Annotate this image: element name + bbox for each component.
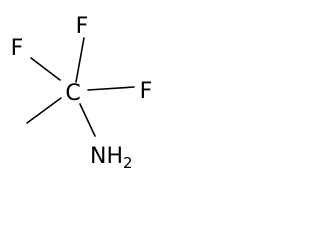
atom-fluorine-right: F (140, 79, 153, 104)
bond-carbon-fluorine-left (30, 57, 61, 81)
bond-carbon-methyl (26, 97, 62, 124)
trifluoromethyl-amine-structure: F F F C NH 2 (11, 14, 153, 172)
atom-amine-subscript: 2 (123, 154, 133, 172)
atom-nitrogen-amine: NH (90, 144, 123, 169)
atom-fluorine-top: F (76, 14, 89, 39)
atom-carbon: C (65, 81, 80, 106)
atom-fluorine-left: F (11, 36, 24, 61)
bond-carbon-nitrogen (79, 103, 96, 137)
bond-carbon-fluorine-top (75, 37, 85, 83)
bond-carbon-fluorine-right (87, 86, 135, 91)
